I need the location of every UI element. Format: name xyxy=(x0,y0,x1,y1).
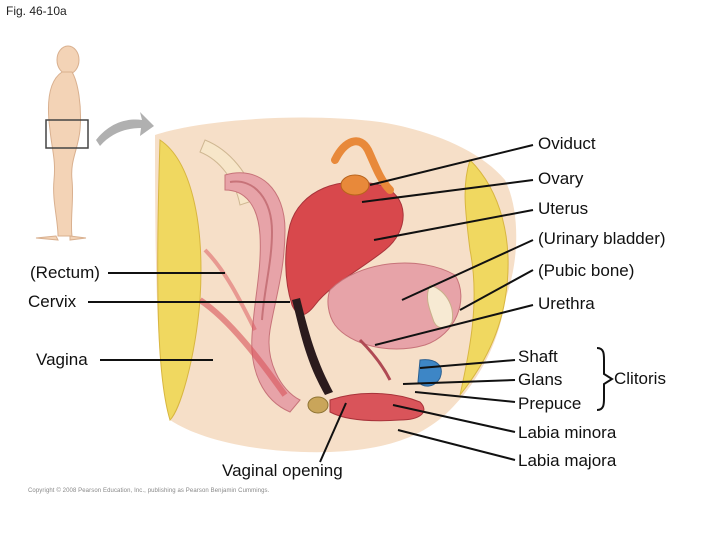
body-silhouette xyxy=(35,45,87,241)
label-shaft: Shaft xyxy=(518,347,558,366)
label-labia-majora: Labia majora xyxy=(518,451,617,470)
label-urethra: Urethra xyxy=(538,294,595,313)
label-uterus: Uterus xyxy=(538,199,589,218)
leader-glans xyxy=(402,379,516,385)
leader-labia-majora xyxy=(397,429,516,461)
leader-vaginal-opening xyxy=(319,402,347,463)
label-prepuce: Prepuce xyxy=(518,394,582,413)
label-ovary: Ovary xyxy=(538,169,584,188)
clitoris-bracket xyxy=(596,347,614,411)
label-glans: Glans xyxy=(518,370,563,389)
leader-ovary xyxy=(361,179,534,203)
label-urinary-bladder: (Urinary bladder) xyxy=(538,229,666,248)
pelvic-cross-section xyxy=(155,117,517,453)
figure-title: Fig. 46-10a xyxy=(6,4,67,18)
label-pubic-bone: (Pubic bone) xyxy=(538,261,635,280)
leader-urethra xyxy=(374,304,534,346)
label-vaginal-opening: Vaginal opening xyxy=(222,461,343,480)
leader-uterus xyxy=(373,209,534,241)
label-oviduct: Oviduct xyxy=(538,134,596,153)
leader-lines xyxy=(88,144,614,463)
label-vagina: Vagina xyxy=(36,350,88,369)
leader-oviduct xyxy=(369,144,534,186)
label-rectum: (Rectum) xyxy=(30,263,100,282)
label-cervix: Cervix xyxy=(28,292,77,311)
leader-labia-minora xyxy=(392,404,516,433)
locator-arrow-icon xyxy=(96,112,154,146)
leader-urinary-bladder xyxy=(401,239,534,301)
leader-prepuce xyxy=(414,391,516,403)
label-labia-minora: Labia minora xyxy=(518,423,617,442)
leader-shaft xyxy=(419,359,516,369)
leader-pubic-bone xyxy=(459,269,534,311)
locator-box xyxy=(45,119,89,149)
label-clitoris: Clitoris xyxy=(614,369,666,388)
copyright-notice: Copyright © 2008 Pearson Education, Inc.… xyxy=(28,488,270,494)
